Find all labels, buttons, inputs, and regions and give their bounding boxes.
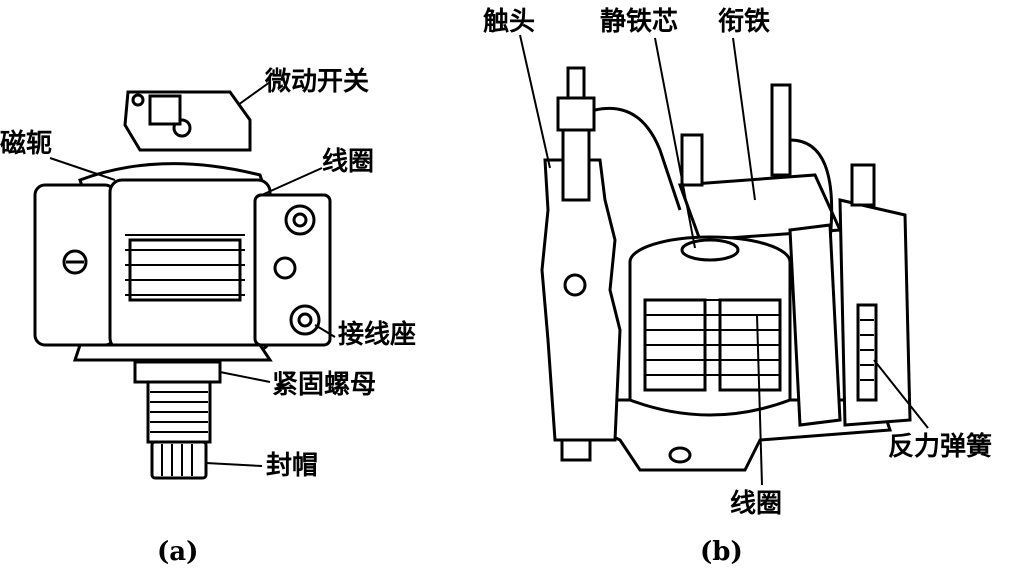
leader-lines-a: [49, 81, 336, 467]
relay-b-drawing: [540, 66, 912, 472]
leader-spring: [873, 359, 929, 429]
label-microswitch: 微动开关: [264, 66, 369, 97]
leader-contact: [519, 34, 551, 169]
label-contact: 触头: [483, 7, 535, 37]
relay-a-drawing: [33, 90, 332, 480]
label-coil-b: 线圈: [730, 489, 782, 519]
label-lock-nut: 紧固螺母: [272, 370, 376, 400]
label-terminal: 接线座: [338, 319, 416, 350]
leader-yoke: [49, 157, 116, 181]
leader-coil-a: [254, 167, 323, 199]
leader-lines-b: [519, 34, 929, 486]
leader-static-core: [654, 37, 696, 249]
caption-b: (b): [700, 537, 743, 567]
label-cap: 封帽: [266, 451, 318, 481]
leader-coil-b: [756, 314, 763, 486]
leader-cap: [205, 462, 263, 467]
leader-terminal: [314, 324, 336, 338]
leader-microswitch: [237, 81, 271, 106]
caption-a: (a): [157, 537, 198, 567]
label-armature: 衔铁: [718, 6, 770, 37]
label-coil-a: 线圈: [322, 147, 374, 177]
leader-armature: [732, 37, 756, 201]
label-yoke: 磁轭: [0, 128, 52, 159]
label-spring: 反力弹簧: [888, 431, 992, 462]
label-static-core: 静铁芯: [600, 6, 678, 37]
leader-lock-nut: [219, 371, 271, 383]
